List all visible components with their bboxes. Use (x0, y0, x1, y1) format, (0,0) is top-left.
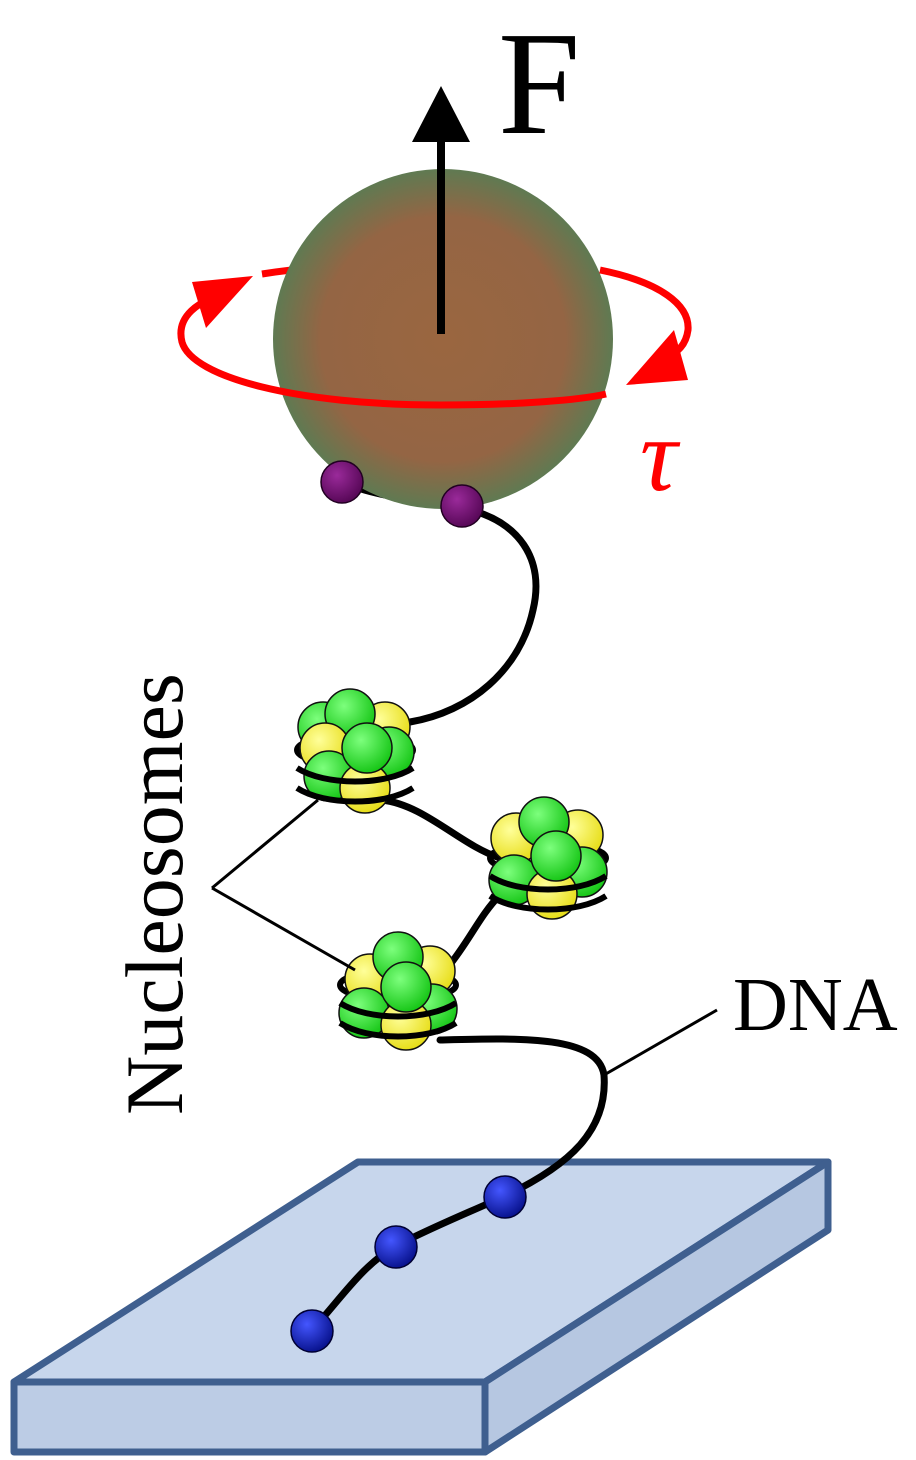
nucleosome-3 (337, 931, 459, 1051)
nucleosomes-label: Nucleosomes (109, 673, 200, 1115)
bead-anchor-1 (320, 460, 364, 504)
torque-label: τ (640, 398, 681, 513)
nucleosome-2 (487, 796, 609, 920)
magnetic-bead (273, 169, 613, 509)
arrow-up-icon (412, 86, 470, 334)
bead-anchors (320, 460, 484, 528)
force-label: F (498, 2, 580, 166)
dna-label: DNA (733, 963, 898, 1047)
surface-anchor-3 (483, 1175, 527, 1219)
surface-anchors (290, 1175, 527, 1353)
surface-anchor-2 (374, 1225, 418, 1269)
glass-surface (10, 1158, 832, 1456)
surface-anchor-1 (290, 1309, 334, 1353)
bead-anchor-2 (440, 484, 484, 528)
rotation-arrow-icon (177, 266, 692, 409)
nucleosome-1 (294, 688, 416, 814)
label-leader-lines (211, 798, 718, 1077)
